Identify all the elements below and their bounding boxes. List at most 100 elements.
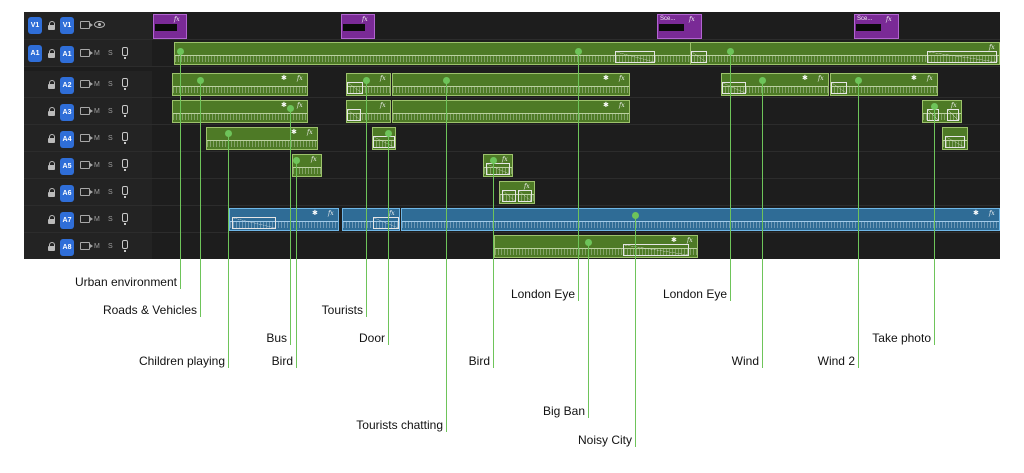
voice-over-record-icon[interactable] bbox=[122, 240, 128, 252]
track-name-v1[interactable]: V1 bbox=[60, 17, 74, 34]
clip-fx-badge[interactable]: fx bbox=[524, 183, 530, 190]
crossfade-transition[interactable] bbox=[347, 109, 361, 121]
solo-button[interactable]: S bbox=[108, 135, 113, 142]
video-clip[interactable]: fx bbox=[341, 14, 375, 39]
volume-rubber-band[interactable] bbox=[402, 221, 999, 222]
solo-button[interactable]: S bbox=[108, 81, 113, 88]
track-name-a5[interactable]: A5 bbox=[60, 158, 74, 175]
crossfade-transition[interactable] bbox=[502, 190, 516, 202]
audio-clip[interactable] bbox=[942, 127, 968, 150]
crossfade-transition[interactable] bbox=[347, 82, 363, 94]
clip-fx-badge[interactable]: fx bbox=[989, 44, 995, 51]
clip-fx-badge[interactable]: fx bbox=[502, 156, 508, 163]
volume-rubber-band[interactable] bbox=[230, 221, 338, 222]
audio-clip[interactable]: fx✱ bbox=[392, 73, 630, 96]
crossfade-transition[interactable] bbox=[831, 82, 847, 94]
volume-rubber-band[interactable] bbox=[343, 221, 399, 222]
video-clip-fx-badge[interactable]: fx bbox=[174, 16, 180, 23]
toggle-sync-lock-icon[interactable] bbox=[80, 161, 93, 169]
audio-clip[interactable] bbox=[372, 127, 396, 150]
audio-clip[interactable]: fx✱ bbox=[172, 100, 308, 123]
clip-fx-badge[interactable]: fx bbox=[380, 75, 386, 82]
volume-rubber-band[interactable] bbox=[831, 86, 937, 87]
toggle-sync-lock-icon[interactable] bbox=[80, 107, 93, 115]
lock-icon[interactable] bbox=[47, 49, 56, 59]
audio-clip[interactable]: fx✱ bbox=[172, 73, 308, 96]
crossfade-transition[interactable] bbox=[373, 136, 395, 148]
clip-fx-badge[interactable]: fx bbox=[619, 102, 625, 109]
video-clip[interactable]: fx bbox=[153, 14, 187, 39]
track-name-a3[interactable]: A3 bbox=[60, 104, 74, 121]
toggle-sync-lock-icon[interactable] bbox=[80, 134, 93, 142]
audio-clip[interactable]: fx✱ bbox=[206, 127, 318, 150]
audio-clip[interactable]: fx✱ bbox=[494, 235, 698, 258]
lock-icon[interactable] bbox=[47, 107, 56, 117]
mute-button[interactable]: M bbox=[94, 81, 100, 88]
volume-rubber-band[interactable] bbox=[722, 86, 828, 87]
crossfade-transition[interactable] bbox=[615, 51, 655, 63]
volume-rubber-band[interactable] bbox=[691, 55, 999, 56]
clip-fx-badge[interactable]: fx bbox=[380, 102, 386, 109]
clip-fx-badge[interactable]: fx bbox=[297, 75, 303, 82]
mute-button[interactable]: M bbox=[94, 162, 100, 169]
audio-clip[interactable]: fx✱ bbox=[392, 100, 630, 123]
audio-clip[interactable]: fx bbox=[922, 100, 962, 123]
toggle-sync-lock-icon[interactable] bbox=[80, 215, 93, 223]
voice-over-record-icon[interactable] bbox=[122, 47, 128, 59]
track-name-a6[interactable]: A6 bbox=[60, 185, 74, 202]
volume-rubber-band[interactable] bbox=[293, 167, 321, 168]
video-clip[interactable]: Sce...fx bbox=[657, 14, 702, 39]
crossfade-transition[interactable] bbox=[947, 109, 959, 121]
clip-fx-badge[interactable]: fx bbox=[951, 102, 957, 109]
voice-over-record-icon[interactable] bbox=[122, 159, 128, 171]
clip-fx-badge[interactable]: fx bbox=[619, 75, 625, 82]
track-name-a4[interactable]: A4 bbox=[60, 131, 74, 148]
toggle-sync-lock-icon[interactable] bbox=[80, 188, 93, 196]
clip-fx-badge[interactable]: fx bbox=[389, 210, 395, 217]
video-clip-fx-badge[interactable]: fx bbox=[689, 16, 695, 23]
volume-rubber-band[interactable] bbox=[393, 86, 629, 87]
lock-icon[interactable] bbox=[47, 242, 56, 252]
audio-clip[interactable]: fx bbox=[483, 154, 513, 177]
toggle-sync-lock-icon[interactable] bbox=[80, 80, 93, 88]
toggle-sync-lock-icon[interactable] bbox=[80, 49, 93, 57]
lock-icon[interactable] bbox=[47, 80, 56, 90]
volume-rubber-band[interactable] bbox=[173, 113, 307, 114]
lock-icon[interactable] bbox=[47, 134, 56, 144]
lock-icon[interactable] bbox=[47, 21, 56, 31]
toggle-sync-lock-icon[interactable] bbox=[80, 242, 93, 250]
audio-clip[interactable]: fx✱ bbox=[721, 73, 829, 96]
crossfade-transition[interactable] bbox=[691, 51, 707, 63]
toggle-sync-lock-icon[interactable] bbox=[80, 21, 93, 29]
mute-button[interactable]: M bbox=[94, 50, 100, 57]
lock-icon[interactable] bbox=[47, 188, 56, 198]
mute-button[interactable]: M bbox=[94, 189, 100, 196]
clip-fx-badge[interactable]: fx bbox=[328, 210, 334, 217]
solo-button[interactable]: S bbox=[108, 50, 113, 57]
audio-clip[interactable]: fx✱ bbox=[229, 208, 339, 231]
audio-clip[interactable]: fx✱ bbox=[830, 73, 938, 96]
track-target-v1[interactable]: V1 bbox=[28, 17, 42, 34]
track-name-a8[interactable]: A8 bbox=[60, 239, 74, 256]
volume-rubber-band[interactable] bbox=[173, 86, 307, 87]
clip-fx-badge[interactable]: fx bbox=[687, 237, 693, 244]
clip-fx-badge[interactable]: fx bbox=[307, 129, 313, 136]
video-clip[interactable]: Sce...fx bbox=[854, 14, 899, 39]
clip-fx-badge[interactable]: fx bbox=[311, 156, 317, 163]
voice-over-record-icon[interactable] bbox=[122, 78, 128, 90]
volume-rubber-band[interactable] bbox=[923, 113, 961, 114]
solo-button[interactable]: S bbox=[108, 216, 113, 223]
audio-clip[interactable]: fx✱ bbox=[401, 208, 1000, 231]
mute-button[interactable]: M bbox=[94, 108, 100, 115]
crossfade-transition[interactable] bbox=[927, 109, 939, 121]
mute-button[interactable]: M bbox=[94, 216, 100, 223]
lock-icon[interactable] bbox=[47, 215, 56, 225]
audio-clip[interactable]: fx bbox=[342, 208, 400, 231]
mute-button[interactable]: M bbox=[94, 243, 100, 250]
voice-over-record-icon[interactable] bbox=[122, 186, 128, 198]
voice-over-record-icon[interactable] bbox=[122, 132, 128, 144]
crossfade-transition[interactable] bbox=[232, 217, 276, 229]
voice-over-record-icon[interactable] bbox=[122, 105, 128, 117]
solo-button[interactable]: S bbox=[108, 162, 113, 169]
solo-button[interactable]: S bbox=[108, 243, 113, 250]
